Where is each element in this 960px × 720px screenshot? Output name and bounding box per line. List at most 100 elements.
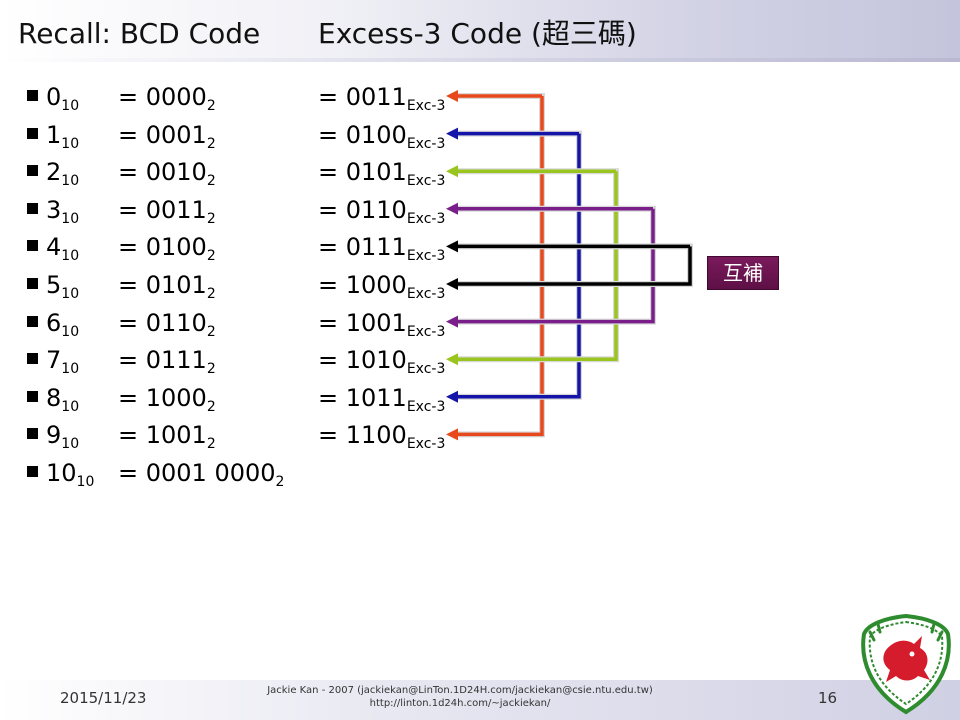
bullet-square-icon xyxy=(27,466,38,477)
decimal-value: 410 xyxy=(46,232,80,265)
complement-bracket-arrow xyxy=(452,244,692,286)
excess3-value-value: = 0101 xyxy=(318,158,407,187)
excess3-value-base: Exc-3 xyxy=(406,135,446,152)
bcd-value-base: 2 xyxy=(206,248,216,265)
complement-bracket-shadow xyxy=(452,205,656,325)
footer-credit: Jackie Kan - 2007 (jackiekan@LinTon.1D24… xyxy=(230,684,690,710)
code-row: 510= 01012= 1000Exc-3 xyxy=(0,270,480,304)
bcd-value-value: = 1001 xyxy=(118,421,207,450)
footer-credit-line1: Jackie Kan - 2007 (jackiekan@LinTon.1D24… xyxy=(267,685,653,696)
decimal-value: 1010 xyxy=(46,458,95,490)
bcd-value: = 01002 xyxy=(118,232,216,265)
bcd-value: = 0001 00002 xyxy=(118,458,285,490)
decimal-value: 610 xyxy=(46,308,80,340)
bcd-value: = 00102 xyxy=(118,157,216,188)
dragon-crest-logo-icon xyxy=(861,613,951,715)
code-row: 610 = 01102 = 1001Exc-3 xyxy=(0,308,480,342)
code-row: 710= 01112= 1010Exc-3 xyxy=(0,345,480,379)
header-band xyxy=(0,0,960,62)
code-row: 810 = 10002 = 1011Exc-3 xyxy=(0,383,480,417)
decimal-value-base: 10 xyxy=(61,286,80,302)
decimal-value: 910 xyxy=(46,420,79,451)
bullet-square-icon xyxy=(27,278,38,289)
bcd-value-value: = 0101 xyxy=(118,271,207,299)
bullet-square-icon xyxy=(27,90,38,101)
bullet-square-icon xyxy=(27,202,38,214)
decimal-value-value: 9 xyxy=(46,421,62,450)
excess3-value: = 0101Exc-3 xyxy=(318,157,446,190)
excess3-value-base: Exc-3 xyxy=(406,173,446,190)
complement-bracket-shadow xyxy=(452,243,693,287)
bcd-value-value: = 0111 xyxy=(118,346,207,375)
slide-title-excess3: Excess-3 Code (超三碼) xyxy=(318,17,637,50)
decimal-value-base: 10 xyxy=(61,173,80,190)
decimal-value-base: 10 xyxy=(61,323,80,340)
code-row: 210 = 00102 = 0101Exc-3 xyxy=(0,157,480,191)
decimal-value-value: 4 xyxy=(46,233,62,262)
bcd-value: = 00012 xyxy=(118,120,216,152)
page-number: 16 xyxy=(818,689,838,707)
excess3-value: = 0100Exc-3 xyxy=(318,120,446,152)
bcd-value-base: 2 xyxy=(206,98,216,114)
code-row: 110= 00012= 0100Exc-3 xyxy=(0,120,480,154)
excess3-value: = 1000Exc-3 xyxy=(318,270,446,302)
decimal-value-value: 8 xyxy=(46,383,62,412)
bcd-value-base: 2 xyxy=(206,323,216,340)
bcd-value-value: = 0110 xyxy=(118,308,207,337)
excess3-value: = 0111Exc-3 xyxy=(318,232,446,265)
excess3-value-value: = 1010 xyxy=(318,346,407,375)
bcd-value: = 10012 xyxy=(118,420,216,453)
bcd-value: = 01012 xyxy=(118,270,216,302)
decimal-value: 810 xyxy=(46,383,79,414)
bcd-value-value: = 1000 xyxy=(118,383,207,412)
decimal-value-value: 6 xyxy=(46,308,62,337)
bullet-square-icon xyxy=(27,390,38,402)
footer-credit-line2: http://linton.1d24h.com/~jackiekan/ xyxy=(369,698,551,709)
excess3-value-base: Exc-3 xyxy=(406,398,446,415)
excess3-value-base: Exc-3 xyxy=(406,361,446,378)
bcd-value-value: = 0001 xyxy=(118,120,207,149)
bullet-square-icon xyxy=(27,315,38,327)
bcd-value: = 01102 xyxy=(118,308,216,340)
excess3-value-value: = 0110 xyxy=(318,195,407,224)
excess3-value: = 0011Exc-3 xyxy=(318,82,445,113)
excess3-value: = 1001Exc-3 xyxy=(318,308,446,340)
excess3-value-value: = 0011 xyxy=(318,83,407,111)
excess3-value: = 1100Exc-3 xyxy=(318,420,446,453)
excess3-value-base: Exc-3 xyxy=(406,436,446,453)
decimal-value-value: 0 xyxy=(46,83,62,111)
bcd-value-base: 2 xyxy=(275,474,285,490)
excess3-value-base: Exc-3 xyxy=(406,323,446,340)
bcd-value-value: = 0011 xyxy=(118,195,207,224)
bcd-value: = 00002 xyxy=(118,82,216,114)
decimal-value-base: 10 xyxy=(61,98,80,114)
decimal-value-base: 10 xyxy=(76,474,95,490)
bcd-value: = 00112 xyxy=(118,195,216,226)
bcd-value-base: 2 xyxy=(206,135,216,152)
excess3-value-base: Exc-3 xyxy=(406,248,446,265)
excess3-value: = 1010Exc-3 xyxy=(318,345,446,378)
code-row: 010 = 00002 = 0011Exc-3 xyxy=(0,82,480,116)
bcd-value: = 10002 xyxy=(118,383,216,415)
bcd-value-base: 2 xyxy=(206,436,216,453)
excess3-value-value: = 1000 xyxy=(318,271,407,299)
bcd-value-base: 2 xyxy=(206,286,216,302)
bcd-value-value: = 0000 xyxy=(118,83,207,111)
excess3-value-base: Exc-3 xyxy=(406,286,446,302)
excess3-value-value: = 1001 xyxy=(318,308,407,337)
decimal-value: 210 xyxy=(46,157,80,190)
bullet-square-icon xyxy=(27,127,38,139)
code-row: 910 = 10012 = 1100Exc-3 xyxy=(0,420,480,454)
decimal-value-value: 3 xyxy=(46,195,62,224)
excess3-value-value: = 1100 xyxy=(318,421,407,450)
bcd-value-base: 2 xyxy=(206,398,216,415)
excess3-value-base: Exc-3 xyxy=(406,210,446,227)
decimal-value-base: 10 xyxy=(61,248,80,265)
decimal-value-value: 10 xyxy=(46,459,77,487)
decimal-value: 710 xyxy=(46,345,79,376)
footer-band xyxy=(0,680,960,720)
bcd-value-value: = 0001 0000 xyxy=(118,459,276,487)
complement-bracket-arrow xyxy=(452,207,655,324)
excess3-value-value: = 1011 xyxy=(318,383,407,412)
excess3-value-value: = 0111 xyxy=(318,233,407,262)
